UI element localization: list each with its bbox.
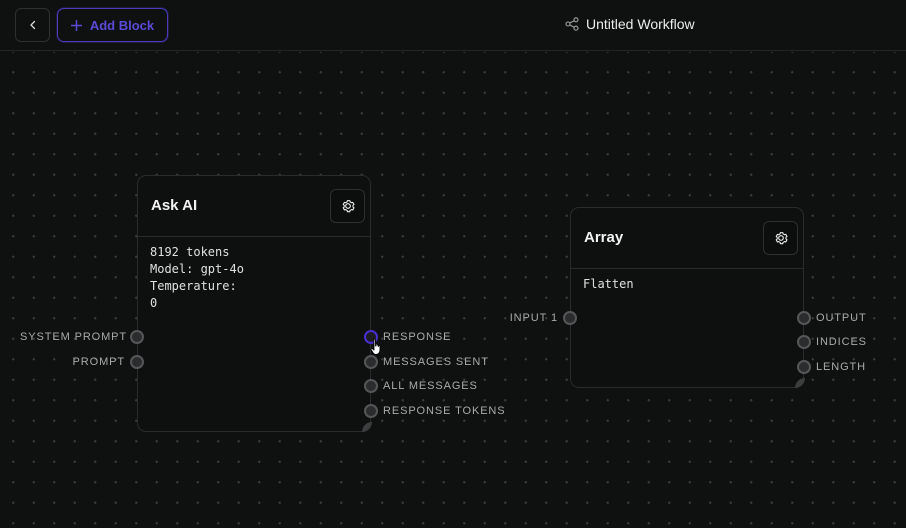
body-line: 8192 tokens (150, 245, 230, 259)
resize-handle[interactable] (795, 378, 805, 388)
back-button[interactable] (15, 8, 50, 42)
plus-icon (70, 19, 82, 31)
add-block-button[interactable]: Add Block (57, 8, 168, 42)
port-label: INDICES (816, 336, 867, 348)
port-label: INPUT 1 (509, 312, 558, 324)
workflow-title[interactable]: Untitled Workflow (586, 16, 695, 32)
input-port-prompt[interactable] (130, 355, 144, 369)
port-label: SYSTEM PROMPT (20, 331, 128, 343)
output-port-response-tokens[interactable] (364, 404, 378, 418)
output-port-output[interactable] (797, 311, 811, 325)
output-port-messages-sent[interactable] (364, 355, 378, 369)
port-label: OUTPUT (816, 312, 867, 324)
input-port-system-prompt[interactable] (130, 330, 144, 344)
port-label: RESPONSE TOKENS (383, 405, 506, 417)
port-label: PROMPT (72, 356, 125, 368)
body-line: Temperature: (150, 279, 237, 293)
chevron-left-icon (29, 20, 35, 30)
output-port-indices[interactable] (797, 335, 811, 349)
node-body: Flatten (571, 269, 803, 300)
body-line: Flatten (583, 277, 634, 291)
workflow-title-area: Untitled Workflow (565, 16, 695, 32)
port-label: RESPONSE (383, 331, 452, 343)
node-body: 8192 tokens Model: gpt-4o Temperature: 0 (138, 237, 370, 319)
gear-icon (775, 232, 788, 245)
input-port-input-1[interactable] (563, 311, 577, 325)
node-settings-button[interactable] (330, 189, 365, 223)
port-label: MESSAGES SENT (383, 356, 489, 368)
top-toolbar: Add Block Untitled Workflow (0, 0, 906, 51)
pointer-hand-icon (370, 338, 381, 355)
gear-icon (342, 200, 355, 213)
node-title: Array (584, 229, 624, 246)
add-block-label: Add Block (89, 17, 155, 33)
node-title: Ask AI (151, 197, 198, 214)
ask-ai-node[interactable]: Ask AI 8192 tokens Model: gpt-4o Tempera… (137, 175, 372, 432)
port-label: ALL MESSAGES (383, 380, 478, 392)
node-header: Ask AI (138, 176, 370, 237)
share-nodes-icon (565, 17, 579, 31)
port-label: LENGTH (816, 361, 867, 373)
output-port-length[interactable] (797, 360, 811, 374)
body-line: Model: gpt-4o (150, 262, 244, 276)
resize-handle[interactable] (362, 422, 372, 432)
output-port-all-messages[interactable] (364, 379, 378, 393)
node-header: Array (571, 208, 803, 269)
body-line: 0 (150, 296, 158, 310)
node-settings-button[interactable] (763, 221, 798, 255)
array-node[interactable]: Array Flatten (570, 207, 805, 388)
